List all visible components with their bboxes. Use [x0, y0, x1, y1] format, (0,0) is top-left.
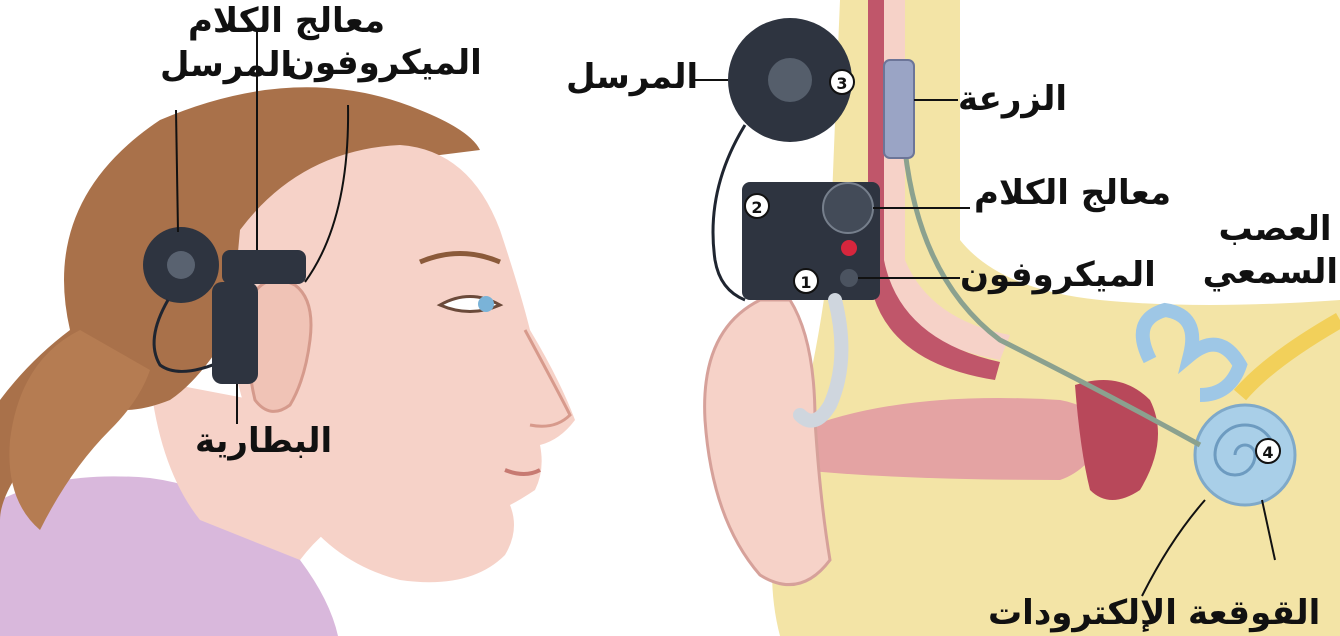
left-battery — [212, 282, 258, 384]
marker-3-label: 3 — [836, 74, 847, 93]
processor-led — [841, 240, 857, 256]
right-label-auditory-nerve: العصب السمعي — [1212, 208, 1338, 293]
marker-2-label: 2 — [751, 198, 762, 217]
left-label-microphone: الميكروفون — [286, 46, 482, 80]
right-cable — [713, 125, 745, 300]
processor-dial — [823, 183, 873, 233]
marker-1: 1 — [794, 269, 818, 293]
auditory-nerve-line2: السمعي — [1212, 251, 1338, 294]
right-transmitter-center — [768, 58, 812, 102]
marker-4-label: 4 — [1262, 443, 1273, 462]
marker-3: 3 — [830, 70, 854, 94]
right-label-transmitter: المرسل — [566, 60, 698, 94]
implant-body — [884, 60, 914, 158]
marker-2: 2 — [745, 194, 769, 218]
iris — [478, 296, 494, 312]
right-label-cochlea: القوقعة — [1188, 596, 1320, 630]
left-illustration — [0, 30, 575, 636]
marker-1-label: 1 — [800, 273, 811, 292]
pinna — [705, 300, 830, 585]
left-label-battery: البطارية — [195, 424, 332, 458]
right-label-electrodes: الإلكترودات — [988, 596, 1177, 630]
left-label-speech-processor: معالج الكلام — [188, 4, 385, 38]
processor-mic-port — [840, 269, 858, 287]
auditory-nerve-line1: العصب — [1212, 208, 1338, 251]
right-label-microphone: الميكروفون — [960, 258, 1156, 292]
right-label-implant: الزرعة — [958, 82, 1067, 116]
right-label-speech-processor: معالج الكلام — [974, 176, 1171, 210]
marker-4: 4 — [1256, 439, 1280, 463]
left-processor — [222, 250, 306, 284]
left-label-transmitter: المرسل — [160, 48, 292, 82]
left-transmitter-center — [167, 251, 195, 279]
